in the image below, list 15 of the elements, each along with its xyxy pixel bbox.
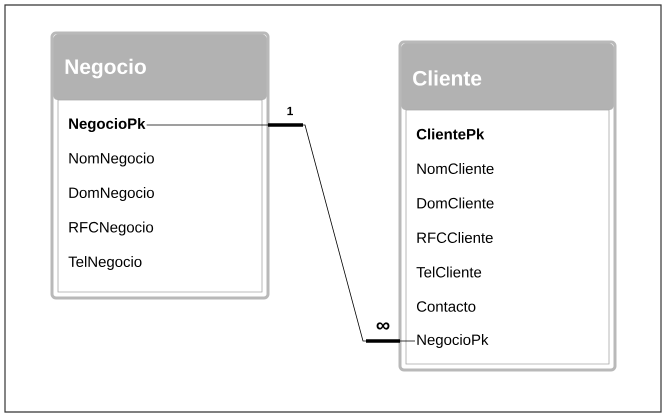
field-name: NegocioPk	[69, 118, 146, 132]
field-name: DomNegocio	[69, 187, 154, 201]
field-name: NomNegocio	[69, 152, 154, 166]
field-name: RFCNegocio	[69, 222, 154, 236]
field-name: ClientePk	[416, 128, 484, 140]
field-name: TelNegocio	[68, 256, 142, 270]
field-name: NomCliente	[417, 163, 494, 174]
field-name: RFCCliente	[417, 232, 493, 243]
cardinality-label: 1	[287, 106, 293, 116]
relationship-line	[146, 123, 416, 343]
field-name: NegocioPk	[417, 334, 488, 348]
field-name: TelCliente	[416, 266, 482, 278]
field-name: DomCliente	[417, 198, 494, 208]
field-name: Contacto	[416, 301, 476, 312]
cardinality-label: ∞	[376, 322, 390, 330]
